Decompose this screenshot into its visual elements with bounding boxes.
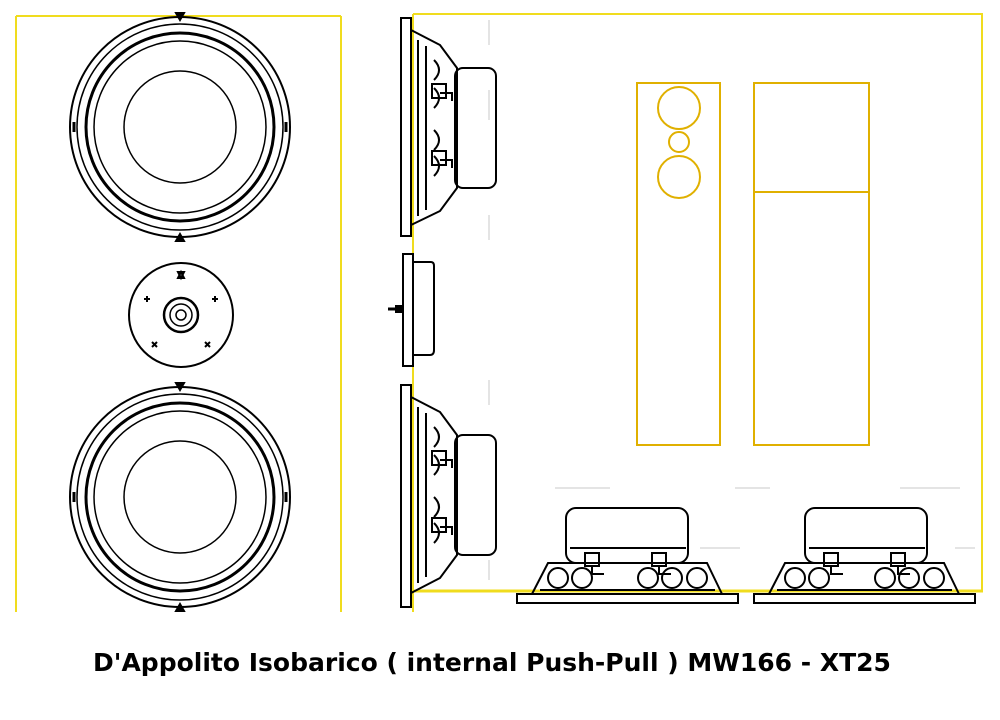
woofer-bottom-icon — [516, 507, 739, 604]
woofer-side-icon — [400, 17, 497, 237]
woofer-bottom-icon — [753, 507, 976, 604]
cabinet-internal-icon — [753, 82, 870, 446]
woofer-front-icon — [69, 12, 291, 242]
woofer-front-icon — [69, 382, 291, 612]
construction-lines — [488, 20, 975, 580]
tweeter-front-icon — [128, 262, 234, 368]
woofer-side-icon — [400, 384, 497, 608]
cabinet-front-icon — [636, 82, 721, 446]
tweeter-side-icon — [388, 253, 435, 367]
diagram-caption: D'Appolito Isobarico ( internal Push-Pul… — [93, 648, 891, 677]
